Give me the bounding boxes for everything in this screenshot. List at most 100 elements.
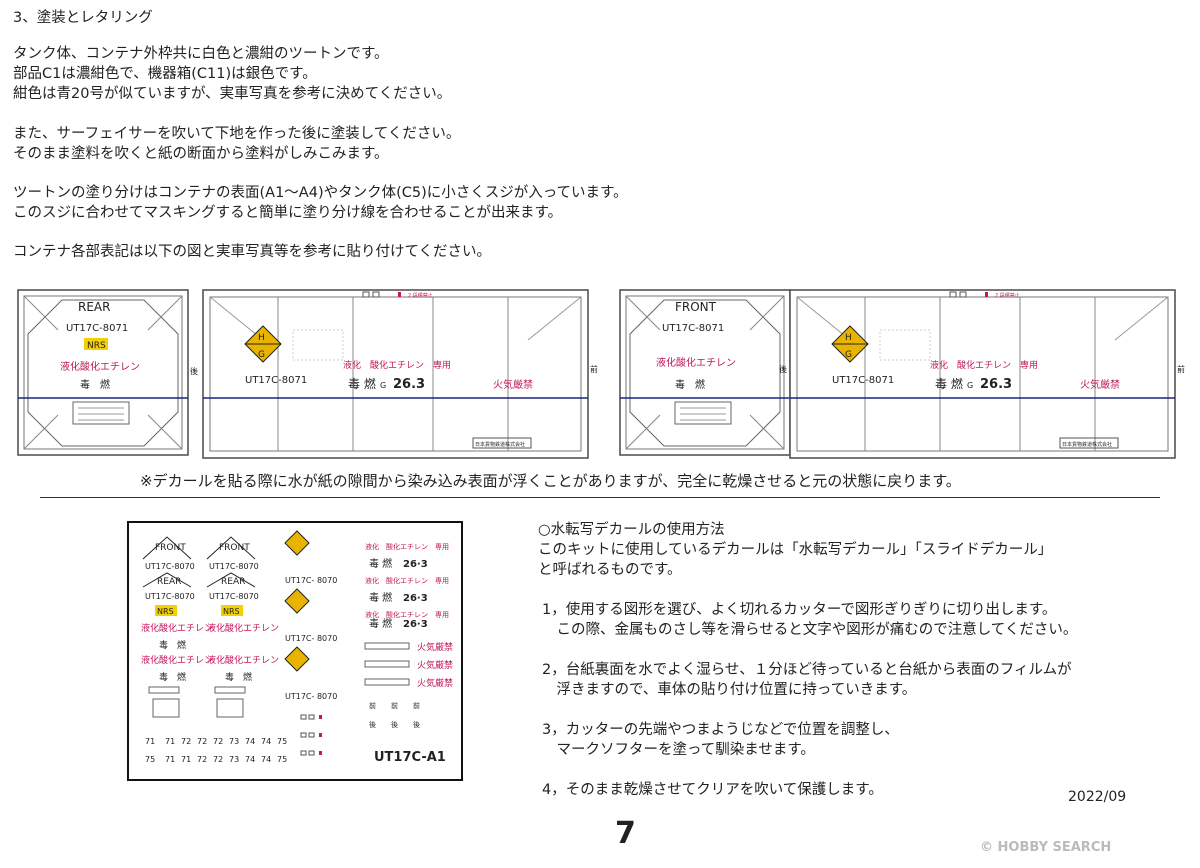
decal-capacity: 26·3 xyxy=(403,619,428,630)
paragraph-line: コンテナ各部表記は以下の図と実車写真等を参考に貼り付けてください。 xyxy=(13,244,492,260)
svg-text:74: 74 xyxy=(261,737,271,746)
instruction-step-1: 1，使用する図形を選び、よく切れるカッターで図形ぎりぎりに切り出します。 xyxy=(542,602,1057,618)
caution-note: ※デカールを貼る際に水が紙の隙間から染み込み表面が浮くことがありますが、完全に乾… xyxy=(140,472,961,490)
instruction-step-3-cont: マークソフターを塗って馴染ませます。 xyxy=(542,742,815,758)
side-capacity: 26.3 xyxy=(980,377,1012,392)
rear-number: UT17C-8071 xyxy=(66,323,128,334)
svg-text:74: 74 xyxy=(245,755,255,764)
side-hazard: 毒 燃 xyxy=(935,376,963,391)
decal-hazard-side: 毒 燃 xyxy=(369,617,392,630)
small-tag-icon xyxy=(300,714,322,756)
decal-front: FRONT xyxy=(219,543,250,553)
side-fire: 火気厳禁 xyxy=(493,378,533,391)
side-cargo: 液化 酸化エチレン 専用 xyxy=(930,359,1038,371)
placard-g: G xyxy=(258,350,265,360)
svg-text:71: 71 xyxy=(165,737,175,746)
svg-text:72: 72 xyxy=(197,755,207,764)
side-cargo: 液化 酸化エチレン 専用 xyxy=(343,359,451,371)
decal-cargo-side: 液化 酸化エチレン 専用 xyxy=(365,542,449,551)
svg-text:75: 75 xyxy=(145,755,155,764)
decal-sheet: FRONT FRONT UT17C-8070 UT17C-8070 REAR R… xyxy=(127,521,463,781)
instruction-step-1-cont: この際、金属ものさし等を滑らせると文字や図形が痛むので注意してください。 xyxy=(542,622,1078,638)
decal-front-mark: 前 xyxy=(391,701,398,710)
front-mark: 前 xyxy=(590,364,598,374)
front-cargo: 液化酸化エチレン xyxy=(656,356,736,369)
svg-text:73: 73 xyxy=(229,737,239,746)
decal-nrs: NRS xyxy=(157,607,174,616)
svg-text:72: 72 xyxy=(197,737,207,746)
svg-text:73: 73 xyxy=(229,755,239,764)
decal-cargo-side: 液化 酸化エチレン 専用 xyxy=(365,576,449,585)
placard-h: H xyxy=(258,333,265,343)
instruction-step-2-cont: 浮きますので、車体の貼り付け位置に持っていきます。 xyxy=(542,682,917,698)
decal-front: FRONT xyxy=(155,543,186,553)
number-row-2: 75 71 71 72 72 73 74 74 75 xyxy=(145,755,287,764)
page-number: 7 xyxy=(615,816,636,851)
decal-rear-mark: 後 xyxy=(413,720,420,729)
decal-hazard-side: 毒 燃 xyxy=(369,557,392,570)
instruction-step-2: 2，台紙裏面を水でよく湿らせ、１分ほど待っていると台紙から表面のフィルムが xyxy=(542,662,1072,678)
side-capacity: 26.3 xyxy=(393,377,425,392)
paragraph-line: ツートンの塗り分けはコンテナの表面(A1～A4)やタンク体(C5)に小さくスジが… xyxy=(13,185,628,201)
side-hazard: 毒 燃 xyxy=(348,376,376,391)
decal-cargo-side: 液化 酸化エチレン 専用 xyxy=(365,610,449,619)
side-tag: 2 段積禁止 xyxy=(408,292,433,299)
date: 2022/09 xyxy=(1068,789,1127,805)
decal-number: UT17C- 8070 xyxy=(285,576,337,585)
side-fire: 火気厳禁 xyxy=(1080,378,1120,391)
decal-rear: REAR xyxy=(157,577,181,587)
decal-fire: 火気厳禁 xyxy=(417,677,453,689)
decal-hazard: 毒 燃 xyxy=(225,671,252,683)
container-diagrams: REAR UT17C-8071 NRS 液化酸化エチレン 毒 燃 H G 2 段… xyxy=(17,289,1185,459)
decal-cargo: 液化酸化エチレン xyxy=(141,622,213,634)
decal-number: UT17C-8070 xyxy=(209,592,259,601)
svg-text:72: 72 xyxy=(213,755,223,764)
svg-text:72: 72 xyxy=(213,737,223,746)
decal-cargo: 液化酸化エチレン xyxy=(141,654,213,666)
decal-front-mark: 前 xyxy=(369,701,376,710)
decal-cargo: 液化酸化エチレン xyxy=(207,654,279,666)
svg-text:75: 75 xyxy=(277,755,287,764)
decal-cargo: 液化酸化エチレン xyxy=(207,622,279,634)
decal-number: UT17C-8070 xyxy=(209,562,259,571)
decal-fire: 火気厳禁 xyxy=(417,641,453,653)
decal-capacity: 26·3 xyxy=(403,593,428,604)
decal-code: UT17C-A1 xyxy=(374,750,446,765)
front-hazard: 毒 燃 xyxy=(675,378,705,391)
watermark: © HOBBY SEARCH xyxy=(980,840,1112,855)
decal-front-mark: 前 xyxy=(413,701,420,710)
side-tag: 2 段積禁止 xyxy=(995,292,1020,299)
svg-text:71: 71 xyxy=(181,755,191,764)
decal-hazard: 毒 燃 xyxy=(159,639,186,651)
svg-text:71: 71 xyxy=(145,737,155,746)
front-mark: 前 xyxy=(1177,364,1185,374)
rear-end-view: REAR UT17C-8071 NRS 液化酸化エチレン 毒 燃 xyxy=(17,289,189,456)
hg-placard-icon xyxy=(284,530,310,672)
paragraph-line: 紺色は青20号が似ていますが、実車写真を参考に決めてください。 xyxy=(13,86,452,102)
rear-mark: 後 xyxy=(190,366,198,376)
instructions-intro-line: このキットに使用しているデカールは「水転写デカール」「スライドデカール」 xyxy=(538,542,1053,558)
front-number: UT17C-8071 xyxy=(662,323,724,334)
section-heading: 3、塗装とレタリング xyxy=(13,10,153,26)
side-owner: 日本貨物鉄道株式会社 xyxy=(475,441,525,448)
instructions-intro-line: と呼ばれるものです。 xyxy=(538,562,682,578)
decal-capacity: 26·3 xyxy=(403,559,428,570)
divider xyxy=(40,497,1160,498)
decal-number: UT17C-8070 xyxy=(145,592,195,601)
decal-rear: REAR xyxy=(221,577,245,587)
paragraph-line: 部品C1は濃紺色で、機器箱(C11)は銀色です。 xyxy=(13,66,317,82)
instruction-step-4: 4，そのまま乾燥させてクリアを吹いて保護します。 xyxy=(542,782,883,798)
decal-rear-mark: 後 xyxy=(369,720,376,729)
rear-cargo: 液化酸化エチレン xyxy=(60,360,140,373)
decal-number: UT17C- 8070 xyxy=(285,634,337,643)
rear-mark: 後 xyxy=(779,364,787,374)
svg-text:71: 71 xyxy=(165,755,175,764)
front-label: FRONT xyxy=(675,300,717,314)
decal-fire: 火気厳禁 xyxy=(417,659,453,671)
svg-text:72: 72 xyxy=(181,737,191,746)
rear-hazard: 毒 燃 xyxy=(80,378,110,391)
decal-nrs: NRS xyxy=(223,607,240,616)
front-end-view: FRONT UT17C-8071 液化酸化エチレン 毒 燃 xyxy=(619,289,791,456)
side-gas-mark: G xyxy=(967,381,973,390)
number-row-1: 71 71 72 72 72 73 74 74 75 xyxy=(145,737,287,746)
